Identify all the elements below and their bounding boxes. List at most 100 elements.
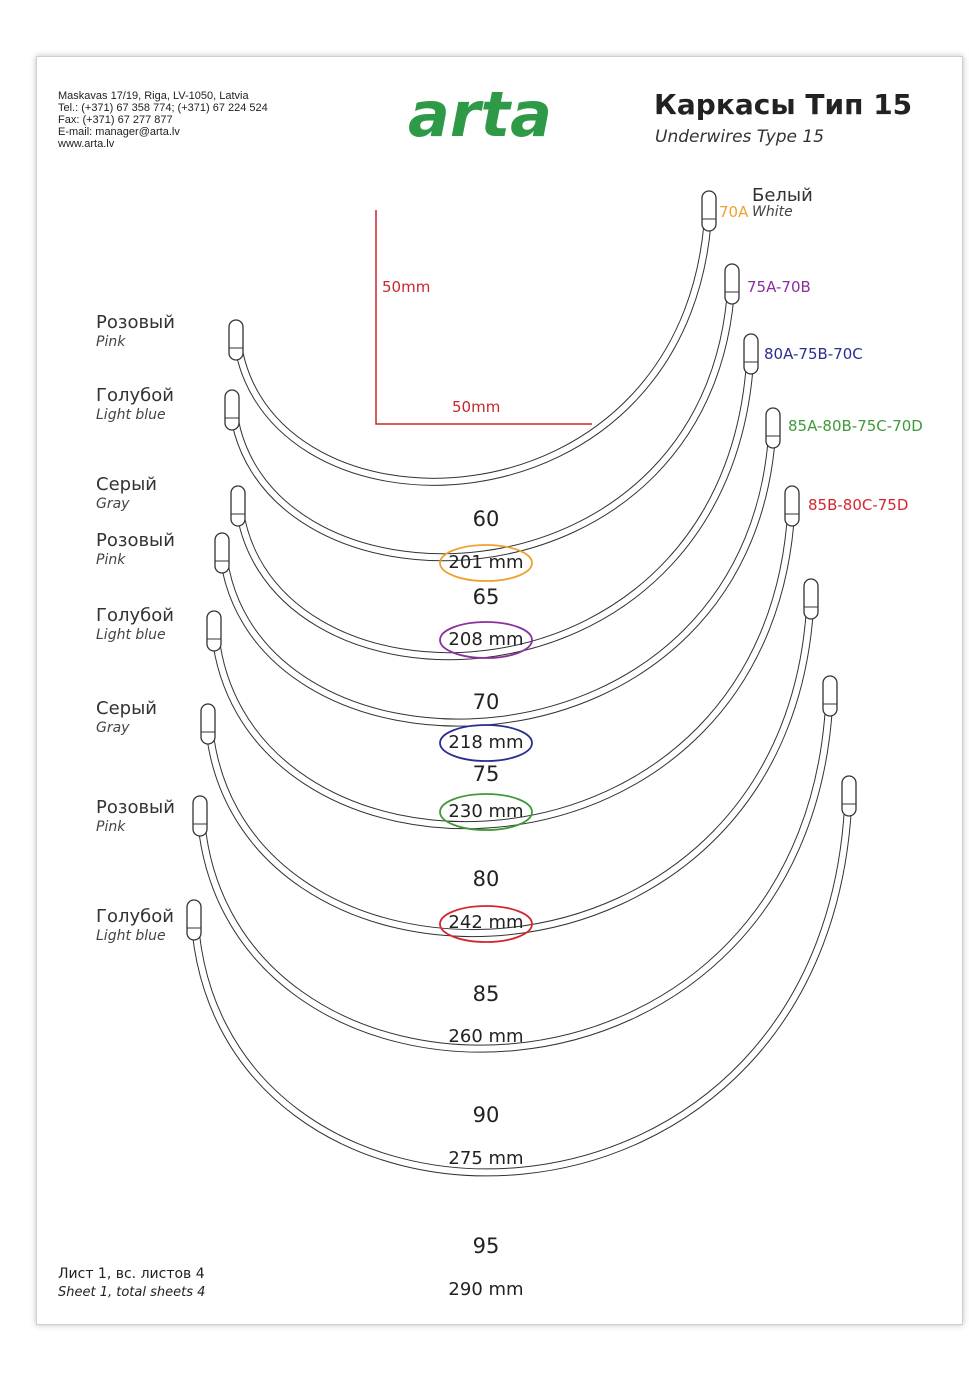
wire-95 (186, 775, 857, 1177)
length-ring-80 (439, 905, 533, 943)
wire-85 (200, 578, 819, 938)
cup-size-label: 80A-75B-70C (764, 345, 863, 363)
wire-tip-left (230, 485, 246, 527)
wire-inner (191, 777, 852, 1176)
color-label-pink-2: Розовый Pink (96, 530, 175, 568)
scale-bar (375, 210, 592, 425)
wire-tip-right (784, 485, 800, 527)
color-label-en: Pink (96, 819, 126, 835)
color-label-en: Light blue (96, 407, 166, 423)
color-label-en: Pink (96, 334, 126, 350)
wire-length: 201 mm (448, 552, 524, 573)
color-label-gray-1: Серый Gray (96, 474, 157, 512)
wire-size-number: 85 (472, 982, 500, 1006)
wire-80 (206, 485, 800, 830)
wire-length: 208 mm (448, 629, 524, 650)
wire-inner (235, 335, 754, 660)
footer-ru: Лист 1, вс. листов 4 (58, 1266, 205, 1282)
wire-90 (192, 675, 838, 1053)
length-ring-75 (439, 793, 533, 831)
cup-size-label: 70A (719, 203, 749, 221)
scale-vertical-label: 50mm (382, 278, 431, 296)
wire-tip-right (701, 190, 717, 232)
scale-horizontal-label: 50mm (452, 398, 501, 416)
color-label-pink-1: Розовый Pink (96, 312, 175, 350)
wire-tip-left (206, 610, 222, 652)
wire-length: 242 mm (448, 912, 524, 933)
wire-length: 218 mm (448, 732, 524, 753)
color-label-en: Light blue (96, 627, 166, 643)
wire-tip-right (765, 407, 781, 449)
wires-group (186, 190, 857, 1177)
wire-60 (228, 190, 717, 486)
length-rings (439, 544, 533, 943)
color-label-ru: Серый (96, 698, 157, 719)
website: www.arta.lv (58, 138, 115, 150)
color-label-ru: Розовый (96, 530, 175, 551)
wire-tip-left (200, 703, 216, 745)
color-label-ru: Голубой (96, 605, 174, 626)
color-label-en: Pink (96, 552, 126, 568)
wire-tip-right (724, 263, 740, 305)
color-label-ru: Голубой (96, 906, 174, 927)
wire-75 (214, 407, 781, 727)
cup-size-label: 75A-70B (747, 278, 811, 296)
wire-65 (224, 263, 740, 562)
telephone: Tel.: (+371) 67 358 774; (+371) 67 224 5… (58, 102, 268, 114)
logo-text: arta (408, 78, 552, 148)
wire-length: 230 mm (448, 801, 524, 822)
address: Maskavas 17/19, Riga, LV-1050, Latvia (58, 90, 249, 102)
wire-tip-left (186, 899, 202, 941)
sheet-footer: Лист 1, вс. листов 4 Sheet 1, total shee… (58, 1266, 205, 1300)
wire-inner (197, 677, 833, 1052)
wire-inner (219, 409, 776, 726)
color-label-en: Light blue (96, 928, 166, 944)
length-ring-65 (439, 621, 533, 659)
color-label-ru: Белый (752, 185, 813, 206)
color-label-pink-3: Розовый Pink (96, 797, 175, 835)
color-label-ru: Розовый (96, 797, 175, 818)
color-label-lightblue-3: Голубой Light blue (96, 906, 174, 944)
wire-size-number: 95 (472, 1234, 500, 1258)
wire-size-number: 75 (472, 762, 500, 786)
wire-tip-right (743, 333, 759, 375)
wire-tip-right (822, 675, 838, 717)
wire-tip-right (803, 578, 819, 620)
wire-outline (232, 192, 713, 486)
footer-en: Sheet 1, total sheets 4 (58, 1285, 206, 1300)
length-ring-70 (439, 724, 533, 762)
wire-inner (229, 265, 735, 561)
wire-tip-left (228, 319, 244, 361)
cup-size-label: 85A-80B-75C-70D (788, 417, 923, 435)
title-en: Underwires Type 15 (655, 127, 825, 147)
fax: Fax: (+371) 67 277 877 (58, 114, 173, 126)
color-label-en: Gray (96, 496, 130, 512)
length-ring-60 (439, 544, 533, 582)
wire-length: 260 mm (448, 1026, 524, 1047)
color-label-lightblue-2: Голубой Light blue (96, 605, 174, 643)
wire-tip-left (214, 532, 230, 574)
drawing-sheet (36, 56, 963, 1325)
wire-size-number: 60 (472, 507, 500, 531)
wire-size-number: 80 (472, 867, 500, 891)
wire-tip-right (841, 775, 857, 817)
wire-length: 290 mm (448, 1279, 524, 1300)
wire-inner (211, 487, 795, 829)
contact-block: Maskavas 17/19, Riga, LV-1050, Latvia Te… (58, 90, 268, 150)
wire-tip-left (224, 389, 240, 431)
color-label-en: Gray (96, 720, 130, 736)
wire-length: 275 mm (448, 1148, 524, 1169)
scale-bar-lines (375, 210, 592, 425)
color-label-ru: Серый (96, 474, 157, 495)
wire-inner (205, 580, 814, 937)
title-ru: Каркасы Тип 15 (654, 88, 913, 121)
color-label-ru: Голубой (96, 385, 174, 406)
wire-70 (230, 333, 759, 661)
email: E-mail: manager@arta.lv (58, 126, 180, 138)
wire-size-number: 65 (472, 585, 500, 609)
color-label-ru: Розовый (96, 312, 175, 333)
wire-inner (233, 192, 712, 485)
wire-tip-left (192, 795, 208, 837)
wire-size-number: 70 (472, 690, 500, 714)
